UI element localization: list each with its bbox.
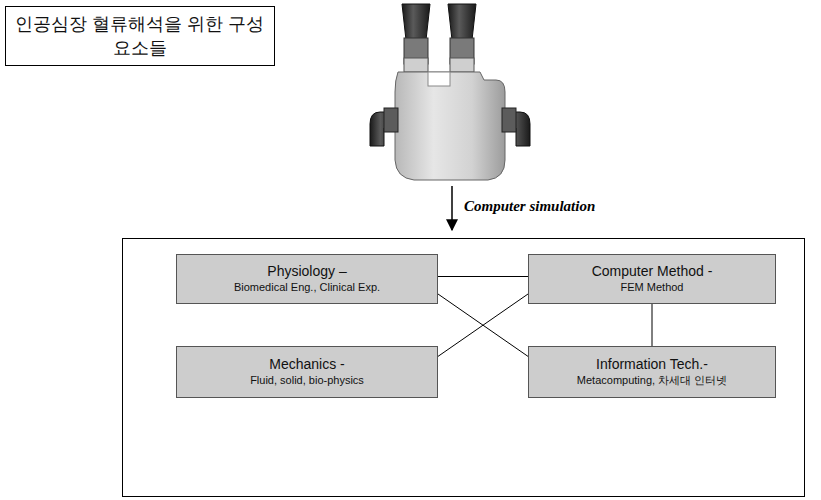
artificial-heart [370,4,530,180]
box-body: Fluid, solid, bio-physics [250,374,364,388]
box-body: Biomedical Eng., Clinical Exp. [234,281,380,295]
box-heading: Physiology – [267,263,346,281]
connector-line [652,304,653,346]
box-heading: 인공심장 혈류해석을 위한 구성 요소들 [14,12,266,61]
process-box: Information Tech.-Metacomputing, 차세대 인터넷 [528,346,776,398]
process-box: Physiology –Biomedical Eng., Clinical Ex… [176,254,438,304]
connector-line [438,276,528,277]
process-box: Computer Method -FEM Method [528,254,776,304]
box-body: FEM Method [621,281,684,295]
box-heading: Information Tech.- [596,356,708,374]
title-box: 인공심장 혈류해석을 위한 구성 요소들 [5,6,275,66]
simulation-arrow [451,186,453,230]
box-heading: Mechanics - [269,356,344,374]
connector-line [438,294,528,356]
box-heading: Computer Method - [592,263,713,281]
connector-line [438,294,528,356]
box-body: Metacomputing, 차세대 인터넷 [577,374,727,388]
arrow-label: Computer simulation [464,198,595,215]
process-box: Mechanics -Fluid, solid, bio-physics [176,346,438,398]
outer-frame [123,239,805,497]
